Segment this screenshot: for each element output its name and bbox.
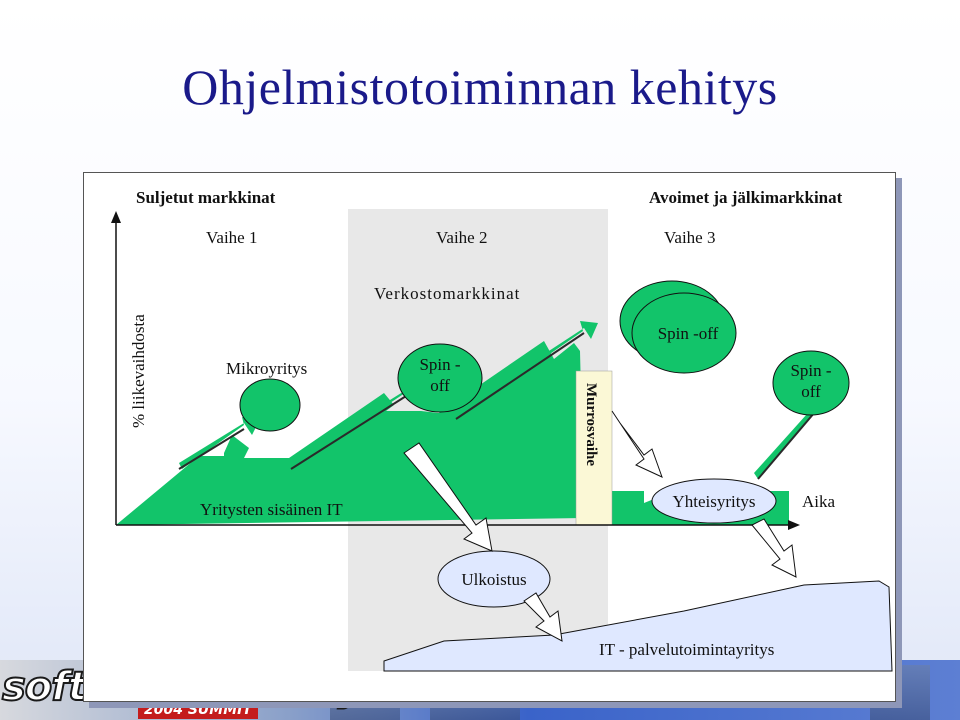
- spinoff-right-bubble: [772, 350, 850, 416]
- growth-arrow: [454, 321, 598, 419]
- internal-it-label: Yritysten sisäinen IT: [200, 500, 343, 519]
- spinoff-top-bubble-front: [631, 292, 737, 374]
- it-service-label: IT - palvelutoimintayritys: [599, 640, 774, 659]
- growth-arrow-right: [754, 385, 844, 479]
- block-arrow-into-joint-venture: [611, 410, 663, 478]
- phase1-label: Vaihe 1: [206, 228, 257, 247]
- micro-company-label: Mikroyritys: [226, 359, 307, 378]
- block-arrow-down-to-outsourcing: [403, 442, 493, 552]
- slide-title: Ohjelmistotoiminnan kehitys: [182, 59, 778, 115]
- diagram-panel: Murrosvaihe Suljetut markkinat Avoimet j…: [83, 172, 896, 702]
- spinoff-middle-bubble: [397, 343, 483, 413]
- spinoff-top-label: Spin -off: [658, 324, 719, 343]
- micro-company-bubble: [239, 378, 301, 432]
- block-arrow-joint-venture-down: [751, 518, 797, 578]
- logo-summit-label: 2004 SUMMIT: [138, 702, 258, 719]
- open-markets-label: Avoimet ja jälkimarkkinat: [649, 188, 843, 207]
- block-arrows: [403, 410, 797, 642]
- arrow-shadow: [178, 428, 245, 470]
- arrow-shadow: [455, 332, 585, 420]
- outsourcing-label: Ulkoistus: [461, 570, 526, 589]
- spinoff-right-line2: off: [801, 382, 821, 401]
- time-axis-label: Aika: [802, 492, 836, 511]
- phase3-label: Vaihe 3: [664, 228, 715, 247]
- network-markets-label: Verkostomarkkinat: [374, 284, 520, 303]
- diagram-svg: Murrosvaihe Suljetut markkinat Avoimet j…: [111, 188, 893, 672]
- spinoff-middle-line1: Spin -: [419, 355, 460, 374]
- block-arrow-to-it-service: [523, 592, 563, 642]
- it-service-area: [383, 580, 893, 672]
- y-axis-label: % liikevaihdosta: [129, 314, 148, 428]
- breakthrough-label: Murrosvaihe: [583, 383, 599, 466]
- x-axis-arrowhead: [788, 520, 800, 530]
- spinoff-right-line1: Spin -: [790, 361, 831, 380]
- outsourcing-bubble: [437, 550, 551, 608]
- spinoff-middle-line2: off: [430, 376, 450, 395]
- phase2-label: Vaihe 2: [436, 228, 487, 247]
- joint-venture-label: Yhteisyritys: [672, 492, 755, 511]
- arrow-shadow: [290, 390, 415, 470]
- growth-area-main: [116, 341, 584, 525]
- growth-arrow: [289, 377, 428, 469]
- joint-venture-bubble: [651, 478, 777, 524]
- y-axis-arrowhead: [111, 211, 121, 223]
- closed-markets-label: Suljetut markkinat: [136, 188, 276, 207]
